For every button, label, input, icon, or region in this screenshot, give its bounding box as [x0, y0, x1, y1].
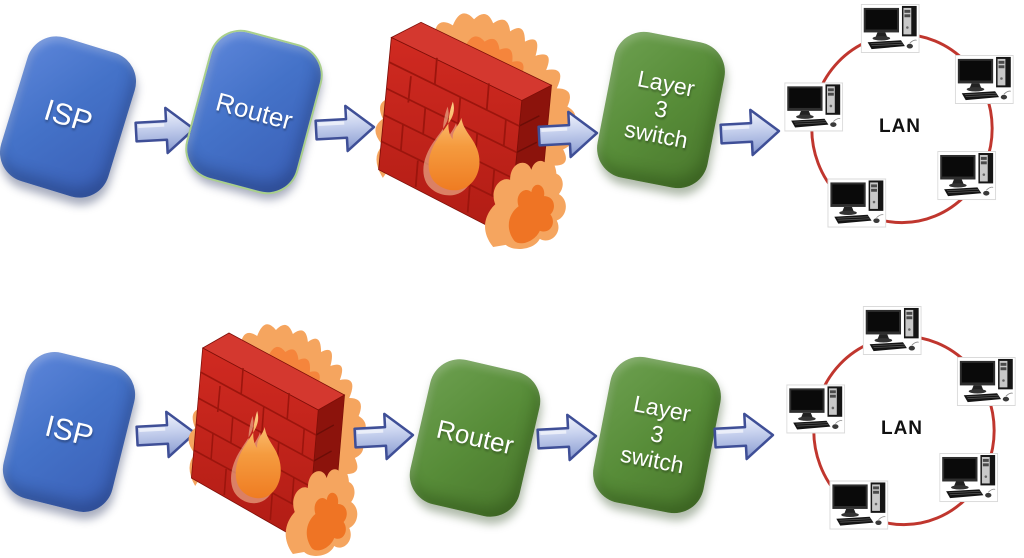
isp-node-row2: ISP	[0, 345, 142, 519]
right-arrow-icon	[535, 409, 601, 465]
right-arrow-icon	[352, 408, 418, 464]
lan-label-row1: LAN	[878, 116, 922, 137]
right-arrow-icon	[536, 106, 602, 162]
layer3-switch-label-row2: Layer 3 switch	[618, 390, 693, 479]
router-node-row2: Router	[403, 353, 547, 523]
router-node-row1: Router	[180, 25, 328, 199]
right-arrow-icon	[712, 408, 778, 464]
router-label-row1: Router	[212, 86, 296, 137]
isp-label-row2: ISP	[41, 409, 97, 454]
router-label-row2: Router	[433, 414, 517, 461]
right-arrow-icon	[718, 104, 784, 160]
layer3-switch-node-row1: Layer 3 switch	[591, 26, 731, 194]
lan-ring-row1: LAN	[780, 4, 1020, 254]
lan-ring-row2: LAN	[782, 306, 1022, 556]
isp-node-row1: ISP	[0, 28, 144, 206]
isp-label-row1: ISP	[40, 93, 97, 140]
layer3-switch-label-row1: Layer 3 switch	[622, 65, 697, 154]
lan-label-row2: LAN	[880, 418, 924, 439]
layer3-switch-node-row2: Layer 3 switch	[587, 351, 727, 519]
